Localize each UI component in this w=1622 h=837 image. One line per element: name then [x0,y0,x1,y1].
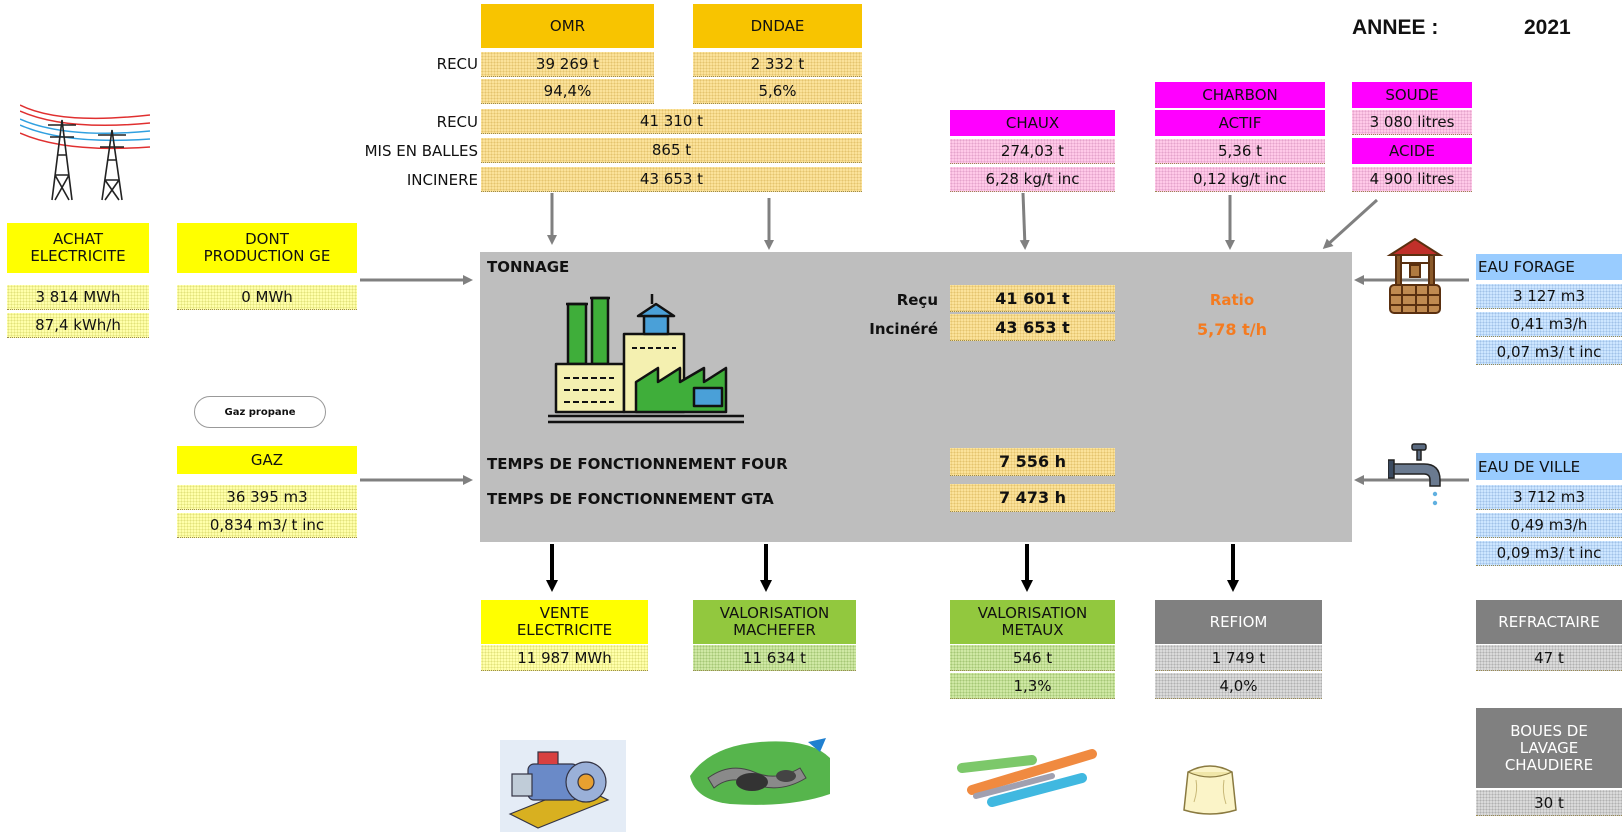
four-label: TEMPS DE FONCTIONNEMENT FOUR [487,455,788,473]
achat-electricite-kwh: 87,4 kWh/h [7,313,149,338]
propane-tank-label: Gaz propane [224,406,296,418]
refractaire-value: 47 t [1476,645,1622,671]
boues-value: 30 t [1476,790,1622,816]
gta-value: 7 473 h [950,484,1115,512]
gta-label: TEMPS DE FONCTIONNEMENT GTA [487,490,774,508]
mis-en-balles: 865 t [481,138,862,163]
turbine-icon [500,740,626,832]
row-label-incinere: INCINERE [406,171,478,189]
central-ratio-label: Ratio [1209,291,1255,309]
metaux-pct: 1,3% [950,673,1115,699]
eau-ville-header: EAU DE VILLE [1476,453,1622,480]
vente-line2: ELECTRICITE [516,621,613,639]
dndae-recu: 2 332 t [693,52,862,77]
incinere: 43 653 t [481,167,862,192]
achat-header-line2: ELECTRICITE [30,247,126,265]
achat-electricite-mwh: 3 814 MWh [7,285,149,310]
vente-line1: VENTE [539,604,590,622]
row-label-recu: RECU [436,55,478,73]
achat-header-line1: ACHAT [52,230,103,248]
gaz-ratio: 0,834 m3/ t inc [177,513,357,538]
charbon-ratio: 0,12 kg/t inc [1155,167,1325,192]
chaux-ratio: 6,28 kg/t inc [950,167,1115,192]
dndae-header: DNDAE [693,4,862,48]
eau-forage-m3: 3 127 m3 [1476,284,1622,309]
omr-recu: 39 269 t [481,52,654,77]
central-ratio-value: 5,78 t/h [1197,319,1267,339]
eau-forage-ratio: 0,07 m3/ t inc [1476,340,1622,365]
four-value: 7 556 h [950,448,1115,476]
achat-electricite-header: ACHAT ELECTRICITE [7,223,149,273]
central-recu-label: Reçu [896,291,938,309]
acide-header: ACIDE [1352,138,1472,164]
central-title: TONNAGE [487,258,570,276]
production-ge-mwh: 0 MWh [177,285,357,310]
metaux-header: VALORISATION METAUX [950,600,1115,644]
row-label-recu-total: RECU [436,113,478,131]
chaux-header: CHAUX [950,110,1115,136]
boues-line2: LAVAGE [1519,738,1579,757]
eau-ville-m3: 3 712 m3 [1476,485,1622,510]
boues-line3: CHAUDIERE [1504,755,1594,774]
machefer-value: 11 634 t [693,645,856,671]
central-incinere-label: Incinéré [869,320,938,338]
omr-pct: 94,4% [481,79,654,104]
factory-icon [548,294,744,424]
residue-bag-icon [1183,765,1237,815]
soude-qty: 3 080 litres [1352,110,1472,135]
arrow-soude-acide [1322,198,1379,250]
eau-ville-ratio: 0,09 m3/ t inc [1476,541,1622,566]
vente-electricite-value: 11 987 MWh [481,645,648,671]
machefer-header: VALORISATION MACHEFER [693,600,856,644]
annee-value: 2021 [1524,16,1571,39]
central-incinere-value: 43 653 t [950,314,1115,341]
boues-header: BOUES DE LAVAGE CHAUDIERE [1476,708,1622,788]
dndae-pct: 5,6% [693,79,862,104]
vente-electricite-header: VENTE ELECTRICITE [481,600,648,644]
omr-header: OMR [481,4,654,48]
gaz-header: GAZ [177,446,357,474]
gaz-m3: 36 395 m3 [177,485,357,510]
machefer-line1: VALORISATION [719,604,830,622]
refiom-pct: 4,0% [1155,673,1322,699]
row-label-balles: MIS EN BALLES [364,142,478,160]
charbon-qty: 5,36 t [1155,139,1325,164]
road-icon [690,738,830,805]
refiom-header: REFIOM [1155,600,1322,644]
metaux-value: 546 t [950,645,1115,671]
arrow-chaux [1019,192,1030,250]
eau-forage-header: EAU FORAGE [1476,254,1622,280]
power-pylons-icon [20,104,150,201]
machefer-line2: MACHEFER [733,621,816,639]
eau-forage-m3h: 0,41 m3/h [1476,312,1622,337]
actif-header: ACTIF [1155,110,1325,136]
metal-bars-icon [957,749,1097,807]
refractaire-header: REFRACTAIRE [1476,600,1622,644]
metaux-line1: VALORISATION [977,604,1088,622]
charbon-header: CHARBON [1155,82,1325,108]
production-ge-line2: PRODUCTION GE [203,247,331,265]
acide-qty: 4 900 litres [1352,167,1472,192]
refiom-value: 1 749 t [1155,645,1322,671]
water-tap-icon [1388,443,1441,506]
recu-total: 41 310 t [481,109,862,134]
metaux-line2: METAUX [1001,621,1064,639]
central-recu-value: 41 601 t [950,285,1115,312]
production-ge-line1: DONT [245,230,289,248]
annee-label: ANNEE : [1352,16,1439,39]
eau-ville-m3h: 0,49 m3/h [1476,513,1622,538]
boues-line1: BOUES DE [1510,721,1588,740]
soude-header: SOUDE [1352,82,1472,108]
water-well-icon [1386,237,1444,314]
production-ge-header: DONT PRODUCTION GE [177,223,357,273]
chaux-qty: 274,03 t [950,139,1115,164]
propane-tank-icon: Gaz propane [194,396,326,428]
